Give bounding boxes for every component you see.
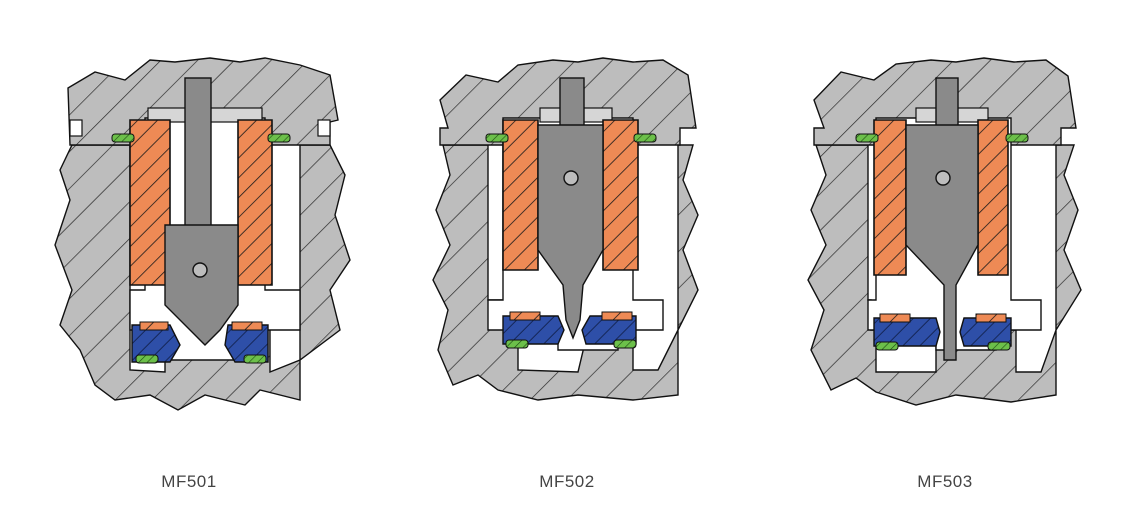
coil-left bbox=[502, 119, 539, 271]
nozzle-diagram-mf503 bbox=[807, 57, 1082, 406]
pin-body bbox=[537, 124, 604, 340]
seal-left bbox=[873, 317, 941, 347]
nozzle-diagram-mf502 bbox=[432, 57, 699, 401]
pin-stem bbox=[559, 77, 585, 129]
oring bbox=[987, 341, 1011, 351]
oring bbox=[855, 133, 879, 143]
nozzle-label: MF503 bbox=[917, 472, 973, 491]
coil-right bbox=[977, 119, 1009, 276]
nozzle-panel-mf503: MF503 bbox=[756, 0, 1134, 522]
oring bbox=[243, 354, 267, 364]
oring bbox=[633, 133, 657, 143]
seal-left bbox=[502, 315, 565, 345]
oring bbox=[267, 133, 291, 143]
oring bbox=[485, 133, 509, 143]
pin-body bbox=[905, 124, 979, 361]
nozzle-panel-mf501: MF501 bbox=[0, 0, 378, 522]
pin-head bbox=[164, 224, 239, 346]
nozzle-panel-mf502: MF502 bbox=[378, 0, 756, 522]
oring bbox=[505, 339, 529, 349]
pin-stem bbox=[184, 77, 212, 229]
coil-right bbox=[237, 119, 273, 286]
pin-stem bbox=[935, 77, 959, 129]
coil-left bbox=[129, 119, 171, 286]
nozzle-label: MF501 bbox=[161, 472, 217, 491]
nozzle-label: MF502 bbox=[539, 472, 595, 491]
oring bbox=[111, 133, 135, 143]
coil-right bbox=[602, 119, 639, 271]
oring bbox=[1005, 133, 1029, 143]
oring bbox=[613, 339, 637, 349]
oring bbox=[875, 341, 899, 351]
nozzle-diagram-mf501 bbox=[54, 57, 351, 411]
coil-left bbox=[873, 119, 907, 276]
oring bbox=[135, 354, 159, 364]
